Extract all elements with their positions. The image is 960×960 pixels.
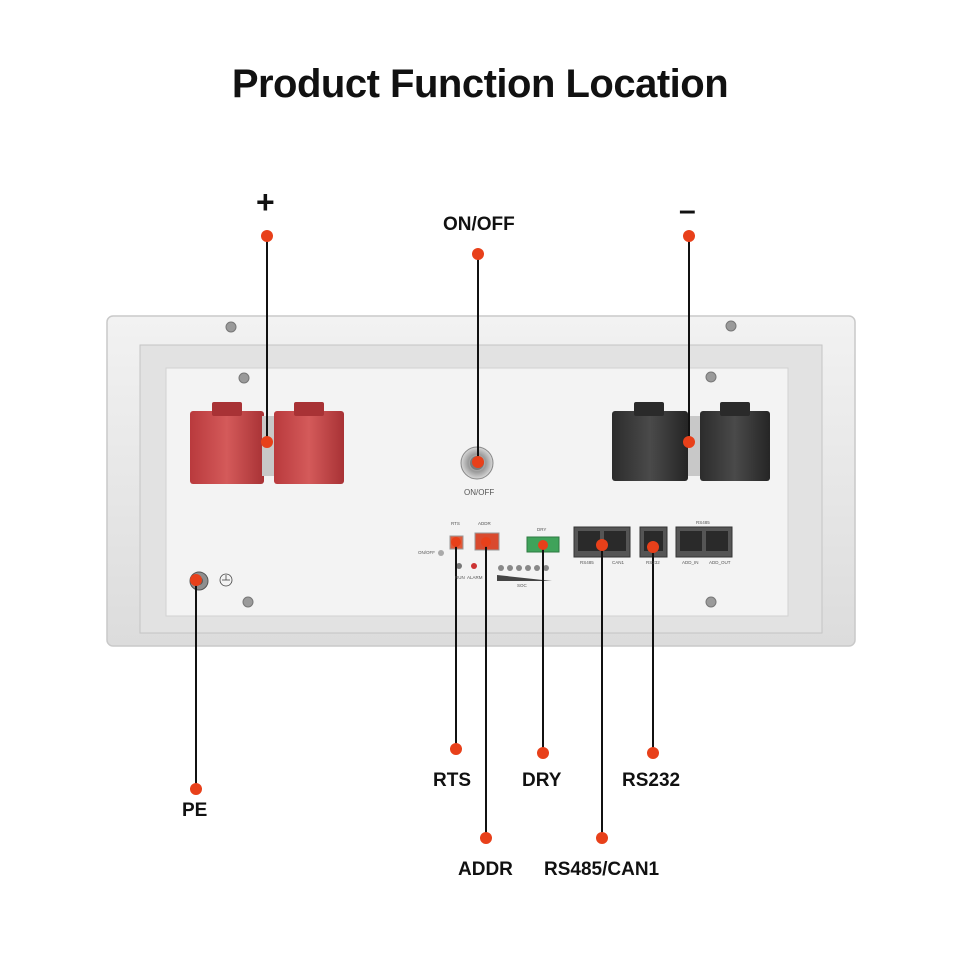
page-title: Product Function Location — [231, 62, 729, 106]
soc-led-icon — [497, 565, 552, 581]
callout-dots — [190, 230, 695, 844]
panel-label-addr: ADDR — [478, 521, 491, 526]
rs232-label: RS232 — [622, 770, 681, 791]
dry-dot — [537, 747, 549, 759]
alarm-led-icon — [471, 563, 477, 569]
rs232-dot — [647, 747, 659, 759]
panel-label-on-off-small: ON/OFF — [418, 550, 435, 555]
rs485-can1-label: RS485/CAN1 — [544, 859, 660, 880]
panel-label-rs232: RS232 — [646, 560, 660, 565]
panel-label-add-out: ADD_OUT — [709, 560, 731, 565]
screw-icon — [725, 320, 737, 332]
panel-label-run: RUN — [455, 575, 465, 580]
screw-icon — [242, 596, 254, 608]
addr-label: ADDR — [458, 859, 513, 880]
minus-dot — [683, 436, 695, 448]
plus-label: + — [256, 184, 275, 220]
callout-lines — [195, 236, 690, 838]
pe-dot — [190, 574, 202, 586]
positive-terminal — [190, 402, 344, 484]
screw-icon — [705, 596, 717, 608]
panel-label-rs485-top: RS485 — [696, 520, 710, 525]
on-off-label: ON/OFF — [443, 214, 515, 235]
rts-dot — [450, 743, 462, 755]
minus-dot — [683, 230, 695, 242]
on-off-dot — [472, 456, 484, 468]
screw-icon — [705, 371, 717, 383]
plus-dot — [261, 436, 273, 448]
rs485-can1-dot — [596, 832, 608, 844]
negative-terminal — [612, 402, 770, 481]
panel-label-rs485: RS485 — [580, 560, 594, 565]
battery-housing — [106, 315, 856, 647]
rts-dot — [451, 537, 461, 547]
screw-icon — [225, 321, 237, 333]
panel-label-can1: CAN1 — [612, 560, 625, 565]
dry-dot — [538, 540, 548, 550]
addr-dot — [481, 537, 491, 547]
minus-label: – — [679, 194, 696, 227]
run-led-icon — [456, 563, 462, 569]
rts-label: RTS — [433, 770, 471, 791]
rs485-can1-dot — [596, 539, 608, 551]
panel-label-add-in: ADD_IN — [682, 560, 699, 565]
screw-icon — [238, 372, 250, 384]
pe-label: PE — [182, 800, 208, 821]
rs232-dot — [647, 541, 659, 553]
panel-label-on-off: ON/OFF — [464, 488, 495, 497]
addr-dot — [480, 832, 492, 844]
panel-label-soc: SOC — [517, 583, 527, 588]
on-off-dot — [472, 248, 484, 260]
small-switch-icon — [438, 550, 444, 556]
plus-dot — [261, 230, 273, 242]
panel-label-rts: RTS — [451, 521, 460, 526]
dry-label: DRY — [522, 770, 562, 791]
pe-dot — [190, 783, 202, 795]
panel-label-dry: DRY — [537, 527, 547, 532]
panel-label-alarm: ALARM — [467, 575, 483, 580]
